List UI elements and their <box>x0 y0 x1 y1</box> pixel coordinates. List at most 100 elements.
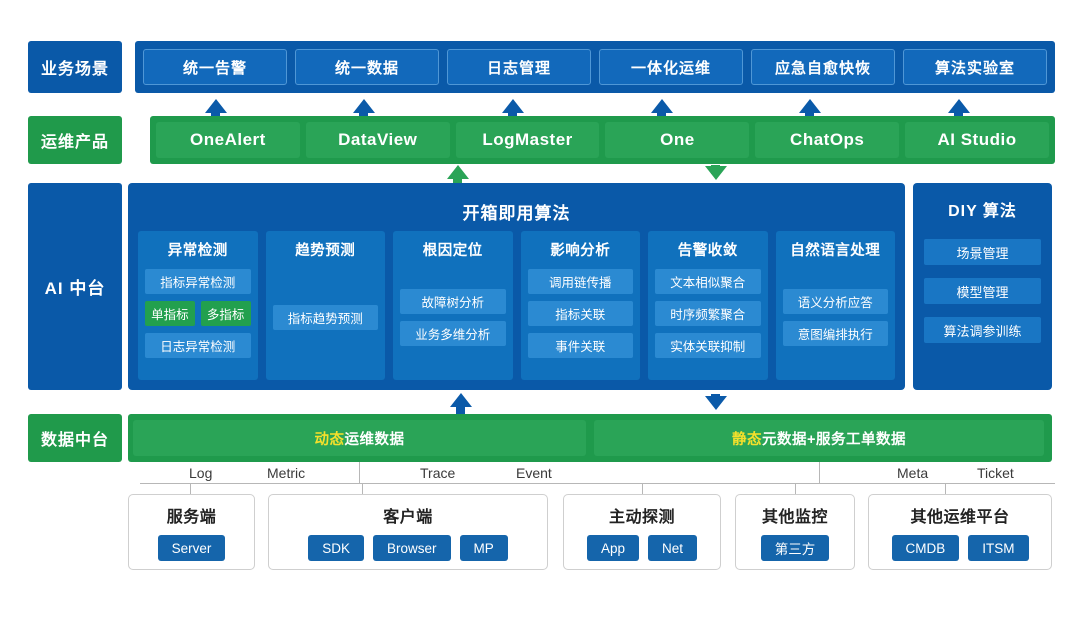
data-box-static-meta-ticket-data[interactable]: 静态元数据+服务工单数据 <box>594 420 1044 456</box>
source-box-other-monitoring[interactable]: 其他监控 第三方 <box>735 494 855 570</box>
connector-drop-probe <box>642 483 643 494</box>
arrow-up-icon-product-3 <box>502 99 524 113</box>
row-label-data-platform: 数据中台 <box>28 414 122 462</box>
source-chip-browser[interactable]: Browser <box>373 535 451 561</box>
source-title: 其他运维平台 <box>910 509 1010 526</box>
source-title: 服务端 <box>166 509 217 526</box>
diy-algorithms-panel: DIY 算法 场景管理 模型管理 算法调参训练 <box>913 183 1052 390</box>
dynamic-rest-text: 运维数据 <box>344 431 405 448</box>
arrow-stem-data-to-ai <box>456 406 465 415</box>
ai-chip-metric-correlation[interactable]: 指标关联 <box>527 301 633 326</box>
product-chip-dataview[interactable]: DataView <box>305 122 450 158</box>
ai-card-impact-analysis[interactable]: 影响分析 调用链传播 指标关联 事件关联 <box>520 231 640 380</box>
ai-card-title: 异常检测 <box>167 243 228 259</box>
arrow-up-icon-product-1 <box>205 99 227 113</box>
ai-chip-entity-correlation-suppression[interactable]: 实体关联抑制 <box>655 333 761 358</box>
ai-chip-intent-orchestration-execution[interactable]: 意图编排执行 <box>782 320 888 346</box>
ai-chip-fault-tree-analysis[interactable]: 故障树分析 <box>400 288 506 314</box>
ai-card-anomaly-detection[interactable]: 异常检测 指标异常检测 单指标 多指标 日志异常检测 <box>138 231 258 380</box>
source-box-active-probing[interactable]: 主动探测 App Net <box>563 494 721 570</box>
connector-line-static-down <box>819 462 820 484</box>
product-chip-one[interactable]: One <box>605 122 750 158</box>
source-title: 主动探测 <box>608 509 675 526</box>
ai-chip-event-correlation[interactable]: 事件关联 <box>527 333 633 358</box>
connector-label-log: Log <box>189 465 213 481</box>
product-chip-logmaster[interactable]: LogMaster <box>455 122 600 158</box>
source-chip-third-party[interactable]: 第三方 <box>760 535 830 561</box>
ai-card-natural-language-processing[interactable]: 自然语言处理 语义分析应答 意图编排执行 <box>775 231 895 380</box>
source-title: 其他监控 <box>761 509 828 526</box>
source-chip-group: CMDB ITSM <box>891 535 1029 561</box>
ai-chip-text-similarity-clustering[interactable]: 文本相似聚合 <box>655 269 761 294</box>
source-chip-group: SDK Browser MP <box>308 535 508 561</box>
source-chip-mp[interactable]: MP <box>459 535 508 561</box>
scenario-chip-algorithm-lab[interactable]: 算法实验室 <box>903 49 1047 85</box>
arrow-up-icon-product-5 <box>799 99 821 113</box>
scenario-chip-unified-alert[interactable]: 统一告警 <box>143 49 287 85</box>
source-chip-group: 第三方 <box>760 535 830 561</box>
ai-chip-temporal-frequent-clustering[interactable]: 时序频繁聚合 <box>655 301 761 326</box>
source-chip-server[interactable]: Server <box>157 535 226 561</box>
source-box-client-side[interactable]: 客户端 SDK Browser MP <box>268 494 548 570</box>
connector-drop-other-platform <box>945 483 946 494</box>
ai-card-title: 趋势预测 <box>295 243 356 259</box>
ai-chip-metric-trend-prediction[interactable]: 指标趋势预测 <box>272 304 378 330</box>
ai-card-title: 根因定位 <box>422 243 483 259</box>
ai-chip-log-anomaly[interactable]: 日志异常检测 <box>145 333 251 358</box>
static-highlight-text: 静态 <box>732 431 763 448</box>
diy-chip-model-management[interactable]: 模型管理 <box>924 278 1041 304</box>
source-chip-net[interactable]: Net <box>648 535 698 561</box>
connector-drop-other-monitoring <box>795 483 796 494</box>
ai-chip-single-metric[interactable]: 单指标 <box>145 301 195 326</box>
ready-to-use-algorithms-panel: 开箱即用算法 异常检测 指标异常检测 单指标 多指标 日志异常检测 趋势预测 指… <box>128 183 905 390</box>
source-chip-sdk[interactable]: SDK <box>308 535 364 561</box>
arrow-up-icon-ai-to-product <box>447 165 469 179</box>
product-chip-chatops[interactable]: ChatOps <box>755 122 900 158</box>
connector-label-event: Event <box>516 465 552 481</box>
arrow-stem-product-to-ai <box>711 165 720 174</box>
ai-chip-multi-metric[interactable]: 多指标 <box>200 301 251 326</box>
scenario-chip-integrated-ops[interactable]: 一体化运维 <box>599 49 743 85</box>
dynamic-highlight-text: 动态 <box>314 431 345 448</box>
source-title: 客户端 <box>383 509 433 526</box>
ai-card-title: 告警收敛 <box>677 243 738 259</box>
row-label-ops-products: 运维产品 <box>28 116 122 164</box>
diy-chip-algorithm-tuning-training[interactable]: 算法调参训练 <box>924 317 1041 343</box>
diy-algorithms-title: DIY 算法 <box>948 203 1017 220</box>
connector-line-dynamic-down <box>359 462 360 484</box>
ops-products-row: OneAlert DataView LogMaster One ChatOps … <box>150 116 1055 164</box>
ready-to-use-algorithms-title: 开箱即用算法 <box>462 204 571 223</box>
ai-card-root-cause-location[interactable]: 根因定位 故障树分析 业务多维分析 <box>393 231 513 380</box>
product-chip-ai-studio[interactable]: AI Studio <box>905 122 1049 158</box>
ai-card-alert-convergence[interactable]: 告警收敛 文本相似聚合 时序频繁聚合 实体关联抑制 <box>648 231 768 380</box>
source-chip-group: App Net <box>586 535 698 561</box>
ai-chip-trace-propagation[interactable]: 调用链传播 <box>527 269 633 294</box>
row-label-business-scenarios: 业务场景 <box>28 41 122 93</box>
source-box-server-side[interactable]: 服务端 Server <box>128 494 255 570</box>
ai-chip-semantic-analysis-response[interactable]: 语义分析应答 <box>782 288 888 314</box>
source-chip-app[interactable]: App <box>586 535 639 561</box>
static-rest-text: 元数据+服务工单数据 <box>762 431 906 448</box>
scenario-chip-emergency-self-healing[interactable]: 应急自愈快恢 <box>751 49 895 85</box>
ai-chip-metric-anomaly[interactable]: 指标异常检测 <box>145 269 251 294</box>
connector-label-trace: Trace <box>420 465 456 481</box>
diy-chip-scenario-management[interactable]: 场景管理 <box>924 239 1041 265</box>
data-platform-row: 动态运维数据 静态元数据+服务工单数据 <box>128 414 1052 462</box>
source-box-other-ops-platform[interactable]: 其他运维平台 CMDB ITSM <box>868 494 1052 570</box>
scenario-chip-log-management[interactable]: 日志管理 <box>447 49 591 85</box>
arrow-up-icon-product-4 <box>651 99 673 113</box>
ai-card-title: 自然语言处理 <box>790 243 881 259</box>
ai-chip-business-multidim-analysis[interactable]: 业务多维分析 <box>400 320 506 346</box>
source-chip-cmdb[interactable]: CMDB <box>891 535 960 561</box>
source-chip-itsm[interactable]: ITSM <box>968 535 1029 561</box>
arrow-stem-ai-to-product <box>453 178 462 187</box>
row-label-ai-platform: AI 中台 <box>28 183 122 390</box>
arrow-down-icon-ai-to-data <box>705 396 727 410</box>
data-box-dynamic-ops-data[interactable]: 动态运维数据 <box>133 420 586 456</box>
product-chip-onealert[interactable]: OneAlert <box>156 122 300 158</box>
ai-card-trend-prediction[interactable]: 趋势预测 指标趋势预测 <box>265 231 385 380</box>
source-chip-group: Server <box>157 535 226 561</box>
connector-line-horizontal-main <box>140 483 1055 484</box>
scenario-chip-unified-data[interactable]: 统一数据 <box>295 49 439 85</box>
